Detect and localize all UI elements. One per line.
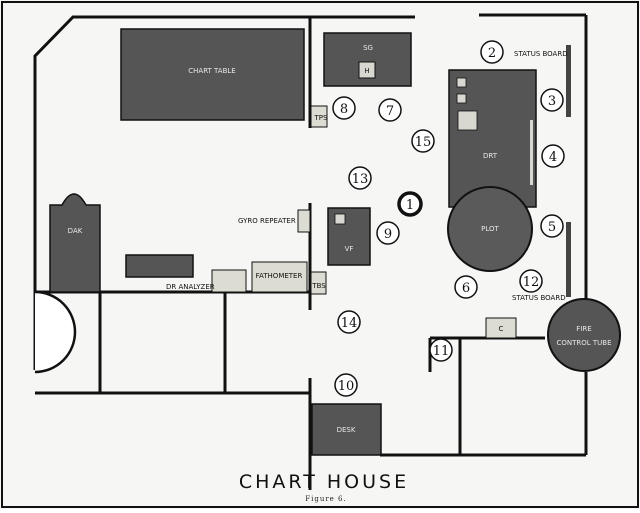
fathometer-label: FATHOMETER — [256, 272, 303, 280]
tps-box — [310, 105, 328, 128]
station-1-number: 1 — [406, 198, 414, 213]
dr-analyzer-label: DR ANALYZER — [166, 283, 215, 291]
station-2: 2 — [480, 40, 504, 64]
station-7: 7 — [378, 98, 402, 122]
plan-title: CHART HOUSE — [239, 471, 409, 493]
gyro-repeater-label: GYRO REPEATER — [238, 217, 296, 225]
c-box — [485, 317, 517, 339]
status-board-top-label: STATUS BOARD — [514, 50, 568, 58]
station-3-number: 3 — [548, 94, 556, 109]
vf-unit — [327, 207, 371, 266]
station-5: 5 — [540, 214, 564, 238]
dak-unit — [49, 193, 101, 293]
station-7-number: 7 — [386, 104, 394, 119]
vf-label: VF — [345, 245, 354, 253]
station-13: 13 — [348, 166, 372, 190]
sg-h-box — [358, 61, 376, 79]
station-4-number: 4 — [549, 150, 557, 165]
station-14-number: 14 — [341, 316, 358, 331]
sg-unit — [323, 32, 412, 87]
station-1: 1 — [397, 191, 423, 217]
station-10-number: 10 — [338, 379, 355, 394]
station-10: 10 — [334, 373, 358, 397]
station-8: 8 — [332, 96, 356, 120]
station-12: 12 — [519, 269, 543, 293]
fathometer-box — [251, 261, 308, 293]
dr-console — [125, 254, 194, 278]
drt-small-box-1 — [456, 77, 467, 88]
station-4: 4 — [541, 144, 565, 168]
drt-edge-strip — [530, 120, 533, 185]
station-9: 9 — [376, 221, 400, 245]
fire-control-tube-label-1: FIRE — [576, 325, 591, 333]
drt-unit — [448, 69, 537, 208]
station-3: 3 — [540, 88, 564, 112]
status-board-bottom-label: STATUS BOARD — [512, 294, 566, 302]
gyro-repeater-box — [297, 209, 311, 233]
c-label: C — [499, 325, 504, 333]
tbs-box — [310, 271, 327, 295]
drt-small-box-2 — [456, 93, 467, 104]
tps-label: TPS — [314, 114, 328, 122]
drt-label: DRT — [483, 152, 498, 160]
station-9-number: 9 — [384, 227, 392, 242]
tbs-label: TBS — [311, 282, 326, 290]
station-15: 15 — [411, 129, 435, 153]
station-8-number: 8 — [340, 102, 348, 117]
station-6-number: 6 — [462, 281, 470, 296]
station-14: 14 — [337, 310, 361, 334]
station-6: 6 — [454, 275, 478, 299]
figure-caption: Figure 6. — [305, 495, 346, 503]
desk — [311, 403, 382, 456]
chart-table-label: CHART TABLE — [188, 67, 235, 75]
station-11-number: 11 — [433, 344, 450, 359]
dak-label: DAK — [68, 227, 83, 235]
plot-table — [447, 186, 533, 272]
fire-control-tube-label-2: CONTROL TUBE — [556, 339, 611, 347]
status-board-top — [566, 45, 571, 117]
plot-label: PLOT — [481, 225, 499, 233]
sg-h-label: H — [364, 67, 369, 75]
sg-label: SG — [363, 44, 373, 52]
desk-label: DESK — [337, 426, 356, 434]
station-5-number: 5 — [548, 220, 556, 235]
chart-table — [120, 28, 305, 121]
alcove-arc — [34, 290, 77, 374]
station-2-number: 2 — [488, 46, 496, 61]
station-11: 11 — [429, 338, 453, 362]
drt-panel-box — [457, 110, 478, 131]
fire-control-tube — [547, 298, 621, 372]
vf-small-box — [334, 213, 346, 225]
status-board-bottom — [566, 222, 571, 297]
station-15-number: 15 — [415, 135, 432, 150]
dr-analyzer-box — [211, 269, 247, 293]
station-13-number: 13 — [352, 172, 369, 187]
station-12-number: 12 — [523, 275, 540, 290]
